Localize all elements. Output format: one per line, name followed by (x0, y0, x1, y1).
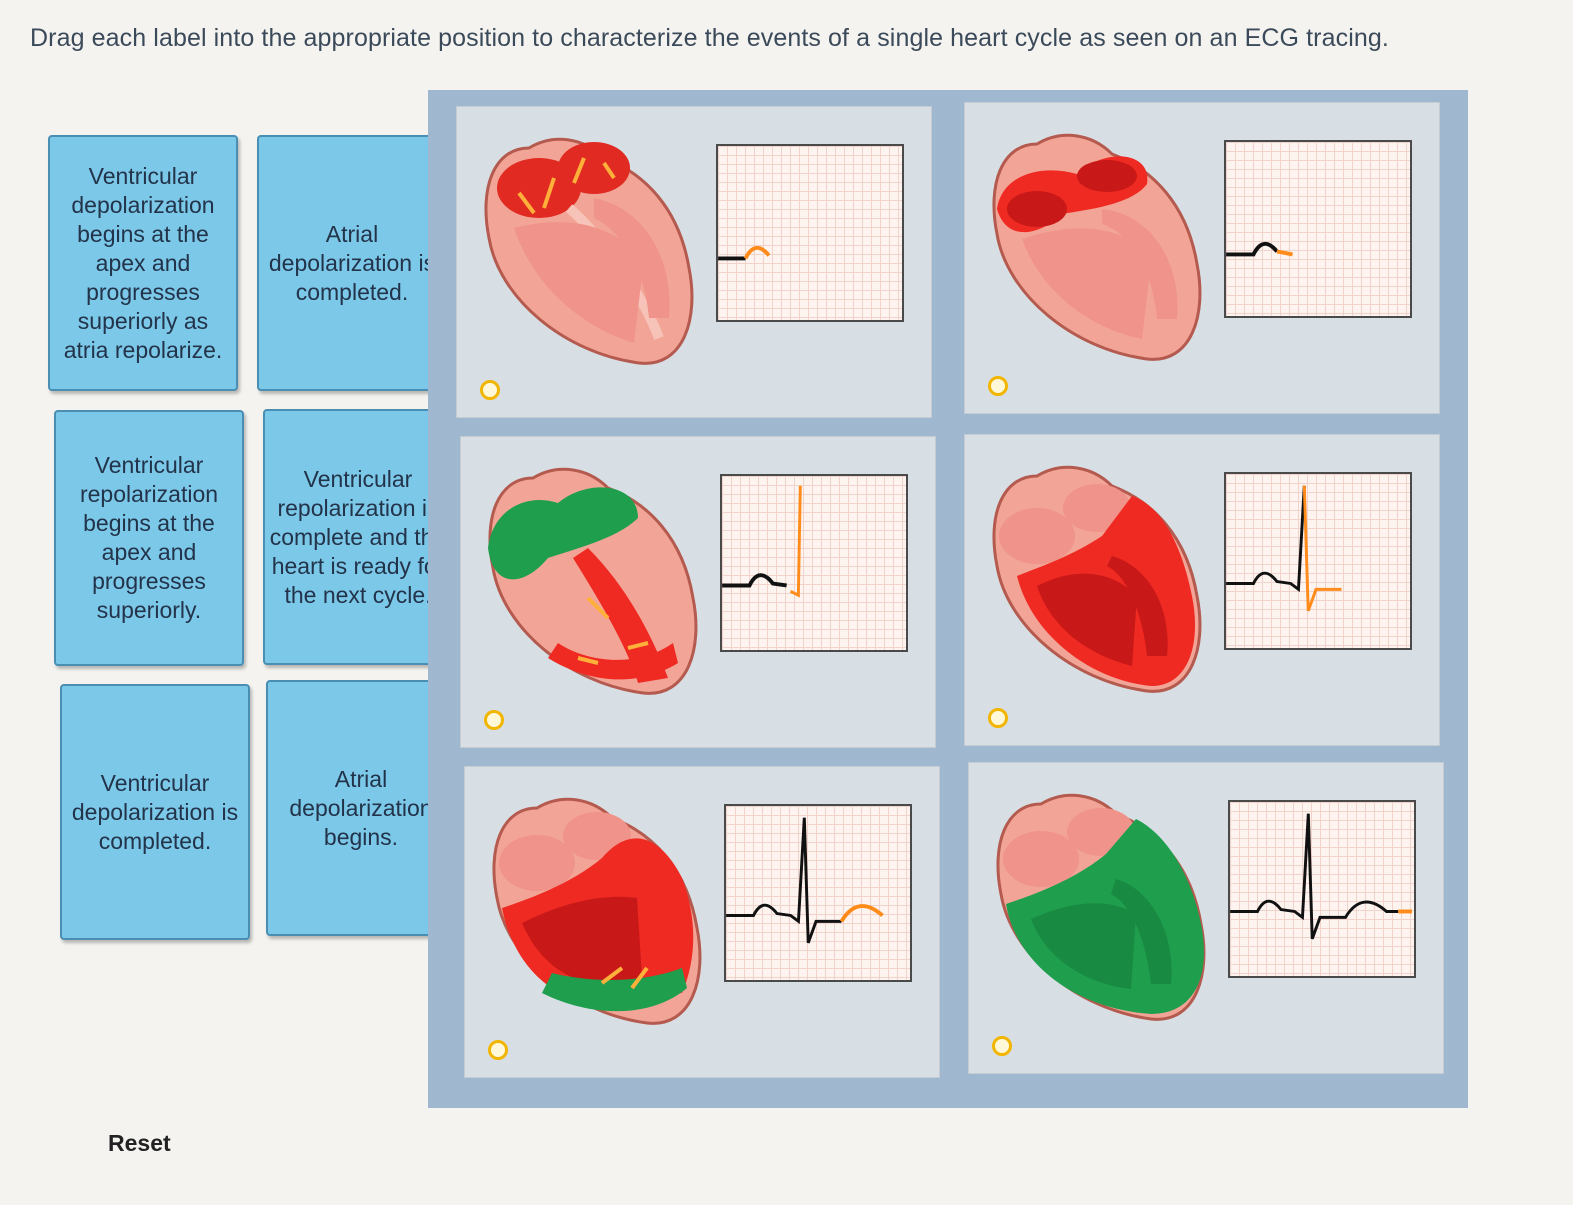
drop-target[interactable] (988, 708, 1008, 728)
label-tile-ventricular-repolarization-complete[interactable]: Ventricular repolarization is complete a… (263, 409, 453, 665)
drop-panel-4 (964, 434, 1440, 746)
ecg-tracing (1228, 800, 1416, 978)
drop-target[interactable] (988, 376, 1008, 396)
ecg-tracing (720, 474, 908, 652)
label-tile-ventricular-depolarization-completed[interactable]: Ventricular depolarization is completed. (60, 684, 250, 940)
heart-illustration (992, 465, 1202, 693)
label-text: Atrial depolarization begins. (289, 765, 433, 850)
instructions-text: Drag each label into the appropriate pos… (30, 24, 1389, 52)
drop-panel-3 (460, 436, 936, 748)
ecg-tracing (716, 144, 904, 322)
ecg-tracing (1224, 472, 1412, 650)
drop-target[interactable] (480, 380, 500, 400)
drop-panel-1 (456, 106, 932, 418)
label-text: Ventricular depolarization is completed. (71, 769, 239, 854)
drop-target[interactable] (992, 1036, 1012, 1056)
label-tile-atrial-depolarization-begins[interactable]: Atrial depolarization begins. (266, 680, 456, 936)
drop-panel-2 (964, 102, 1440, 414)
label-text: Ventricular repolarization is complete a… (269, 465, 447, 608)
ecg-tracing (724, 804, 912, 982)
label-text: Atrial depolarization is completed. (268, 220, 436, 305)
heart-illustration (484, 137, 694, 365)
label-text: Ventricular repolarization begins at the… (79, 452, 219, 623)
drop-panel-6 (968, 762, 1444, 1074)
drop-target[interactable] (488, 1040, 508, 1060)
heart-illustration (488, 467, 698, 695)
label-tile-ventricular-depolarization-begins[interactable]: Ventricular depolarization begins at the… (48, 135, 238, 391)
ecg-tracing (1224, 140, 1412, 318)
drop-board (428, 90, 1468, 1108)
heart-illustration (992, 133, 1202, 361)
drop-target[interactable] (484, 710, 504, 730)
heart-illustration (492, 797, 702, 1025)
reset-button[interactable]: Reset (108, 1130, 171, 1156)
label-tile-atrial-depolarization-completed[interactable]: Atrial depolarization is completed. (257, 135, 447, 391)
label-tile-ventricular-repolarization-begins[interactable]: Ventricular repolarization begins at the… (54, 410, 244, 666)
drop-panel-5 (464, 766, 940, 1078)
heart-illustration (996, 793, 1206, 1021)
label-text: Ventricular depolarization begins at the… (63, 162, 223, 363)
